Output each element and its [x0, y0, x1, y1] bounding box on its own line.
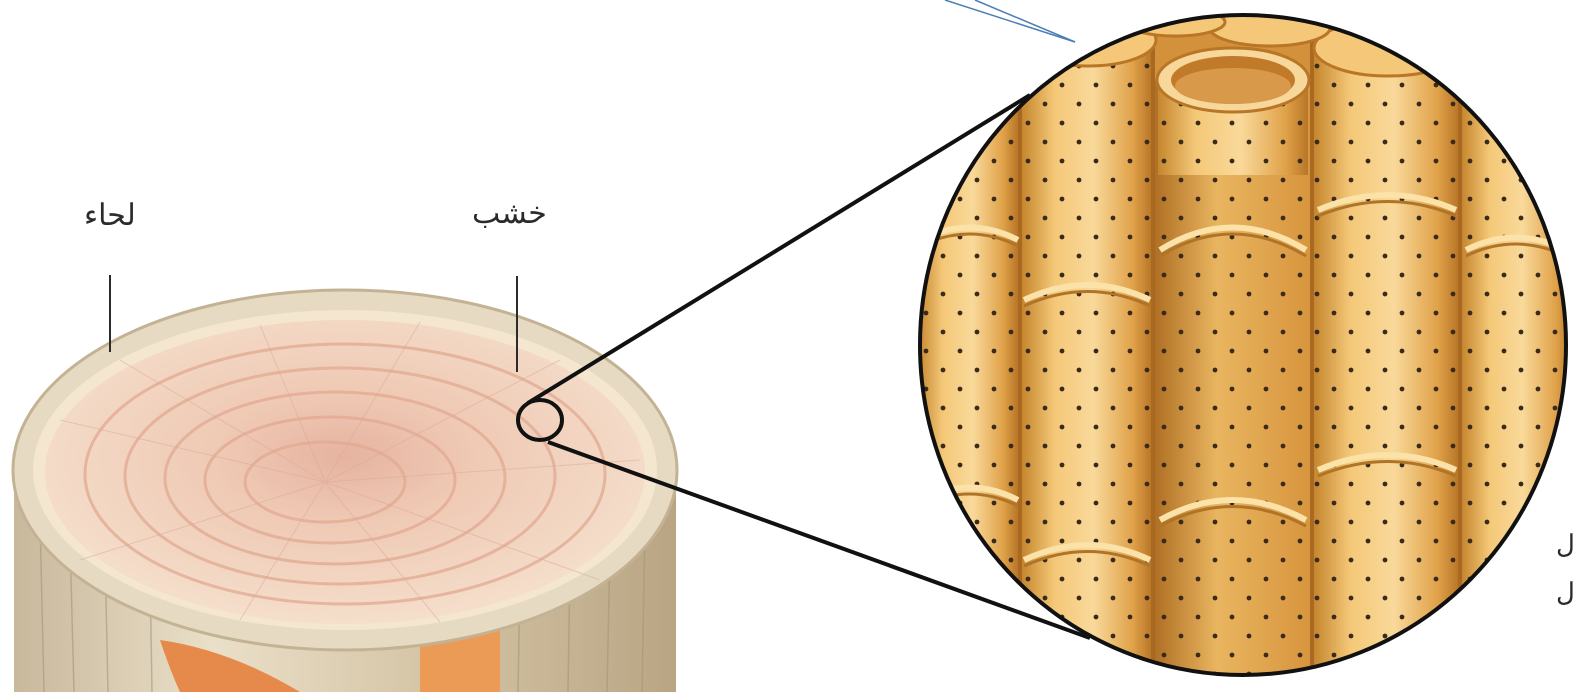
vessel-column-1: [918, 0, 1018, 692]
tree-stump-illustration: [13, 290, 677, 692]
xylem-label: خشب: [472, 196, 547, 231]
phloem-label: لحاء: [84, 198, 136, 233]
vessel-column-2: [1022, 0, 1152, 692]
vessel-column-4: [1314, 0, 1459, 692]
vessel-open-top: [1157, 48, 1309, 175]
callout-lines-icon: [945, 0, 1075, 42]
edge-label-fragment-2: ل: [1556, 578, 1575, 608]
edge-label-fragment-1: ل: [1556, 530, 1575, 560]
